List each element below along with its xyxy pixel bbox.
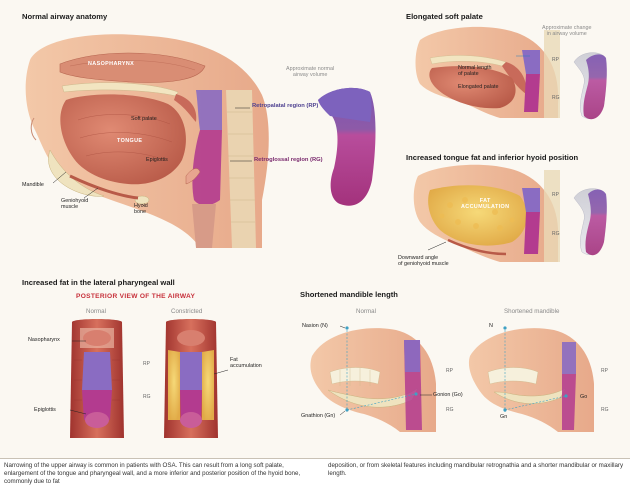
label-tongue: TONGUE [117, 138, 142, 144]
label-n-short: N [489, 323, 493, 329]
label-rg-region: Retroglossal region (RG) [254, 157, 323, 164]
label-soft-palate: Soft palate [131, 116, 157, 122]
label-epiglottis: Epiglottis [146, 157, 168, 163]
caption-left: Narrowing of the upper airway is common … [4, 462, 310, 487]
panel-title-mandible: Shortened mandible length [300, 290, 398, 299]
label-fat-accumulation-wall: Fat accumulation [230, 357, 262, 369]
label-fat-accumulation-tongue: FAT ACCUMULATION [461, 198, 509, 210]
caption-divider [0, 458, 630, 459]
label-col-normal-mandible: Normal [356, 308, 376, 315]
panel-title-normal: Normal airway anatomy [22, 12, 107, 21]
tongue-fat-illustration [414, 165, 607, 262]
label-rp-mandible: RP [446, 369, 453, 375]
label-gonion: Gonion (Go) [433, 392, 463, 398]
label-col-constricted: Constricted [171, 308, 202, 315]
panel-title-lateral: Increased fat in the lateral pharyngeal … [22, 278, 175, 287]
label-nasopharynx: NASOPHARYNX [88, 61, 134, 67]
label-hyoid: Hyoid bone [134, 203, 148, 215]
label-rp-posterior: RP [143, 362, 150, 368]
label-go-short: Go [580, 394, 587, 400]
retropalatal-airway [196, 90, 222, 130]
label-geniohyoid: Geniohyoid muscle [61, 198, 88, 210]
label-rg-mandible: RG [446, 408, 454, 414]
panel-title-elongated: Elongated soft palate [406, 12, 483, 21]
label-rp-elongated: RP [552, 58, 559, 64]
label-rp-region: Retropalatal region (RP) [252, 103, 318, 110]
volume-rp-cap [318, 88, 372, 122]
trachea [192, 204, 216, 248]
label-rg-posterior: RG [143, 395, 151, 401]
lateral-wall-illustration [70, 319, 228, 438]
label-rp-short: RP [601, 369, 608, 375]
mandible-illustration [310, 326, 594, 432]
label-rg-short: RG [601, 408, 609, 414]
label-normal-volume: Approximate normal airway volume [286, 66, 334, 78]
label-gn-short: Gn [500, 414, 507, 420]
label-nasion: Nasion (N) [302, 323, 328, 329]
label-nasopharynx-posterior: Nasopharynx [28, 337, 60, 343]
label-change-volume: Approximate change in airway volume [542, 25, 591, 37]
caption-right: deposition, or from skeletal features in… [328, 462, 624, 478]
epiglottis-normal [85, 412, 109, 428]
label-epiglottis-posterior: Epiglottis [34, 407, 56, 413]
label-col-normal: Normal [86, 308, 106, 315]
label-gnathion: Gnathion (Gn) [301, 413, 335, 419]
panel-title-tongue-fat: Increased tongue fat and inferior hyoid … [406, 153, 578, 162]
label-col-shortened: Shortened mandible [504, 308, 559, 315]
fat-left [168, 350, 180, 420]
fat-right [202, 350, 214, 420]
label-posterior-view: POSTERIOR VIEW OF THE AIRWAY [76, 293, 195, 301]
label-mandible: Mandible [22, 182, 44, 188]
label-normal-length: Normal length of palate [458, 65, 492, 77]
label-rp-tongue: RP [552, 193, 559, 199]
label-rg-elongated: RG [552, 96, 560, 102]
label-rg-tongue: RG [552, 232, 560, 238]
label-elongated-palate: Elongated palate [458, 84, 498, 90]
elongated-palate-illustration [416, 27, 607, 119]
label-downward-angle: Downward angle of geniohyoid muscle [398, 255, 449, 267]
